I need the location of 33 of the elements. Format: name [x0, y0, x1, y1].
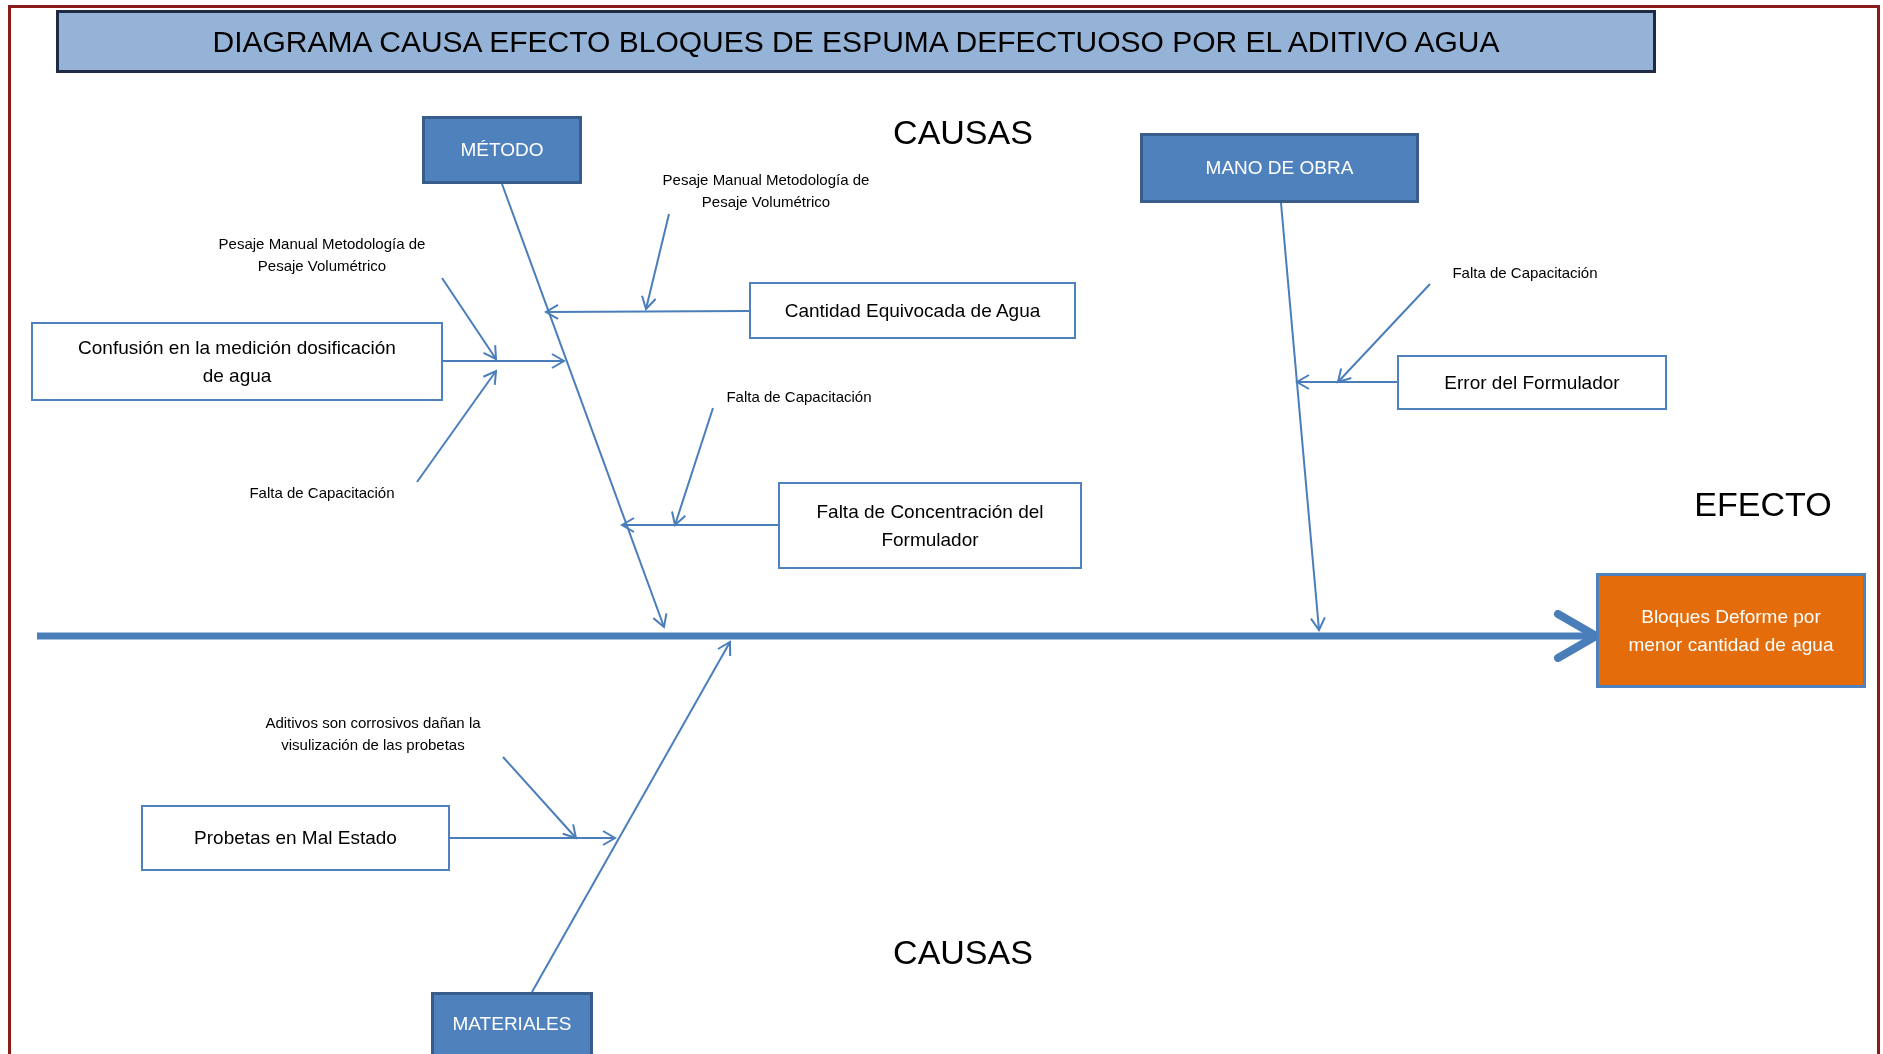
sub-cause-text: Aditivos son corrosivos dañan la visulización de las probetas [243, 711, 503, 757]
arrow [416, 370, 497, 483]
arrow [1280, 202, 1326, 631]
title-banner: DIAGRAMA CAUSA EFECTO BLOQUES DE ESPUMA DEFECTUOSO POR EL ADITIVO AGUA [56, 10, 1656, 73]
arrow [449, 830, 616, 846]
section-heading: EFECTO [1694, 483, 1832, 525]
arrow [545, 303, 750, 320]
arrow [502, 756, 577, 839]
arrow [442, 353, 565, 369]
sub-cause-text: Pesaje Manual Metodología de Pesaje Volumétrico [202, 232, 442, 278]
category-box: MÉTODO [422, 116, 582, 184]
arrow [501, 183, 668, 628]
sub-cause-text: Falta de Capacitación [227, 482, 417, 504]
sub-cause-text: Falta de Capacitación [1430, 262, 1620, 284]
sub-cause-text: Falta de Capacitación [704, 386, 894, 408]
effect-box: Bloques Deforme por menor cantidad de agua [1596, 573, 1866, 688]
arrow [621, 517, 779, 533]
arrow [531, 641, 732, 993]
cause-box: Error del Formulador [1397, 355, 1667, 410]
cause-box: Falta de Concentración del Formulador [778, 482, 1082, 569]
arrow [441, 277, 497, 360]
arrow [641, 213, 670, 310]
arrow [671, 407, 714, 526]
cause-box: Cantidad Equivocada de Agua [749, 282, 1076, 339]
section-heading: CAUSAS [893, 111, 1033, 153]
sub-cause-text: Pesaje Manual Metodología de Pesaje Volumétrico [646, 168, 886, 214]
arrow [1337, 283, 1431, 383]
section-heading: CAUSAS [893, 931, 1033, 973]
cause-box: Probetas en Mal Estado [141, 805, 450, 871]
cause-box: Confusión en la medición dosificación de agua [31, 322, 443, 401]
category-box: MATERIALES [431, 992, 593, 1054]
arrow [1296, 374, 1398, 390]
category-box: MANO DE OBRA [1140, 133, 1419, 203]
